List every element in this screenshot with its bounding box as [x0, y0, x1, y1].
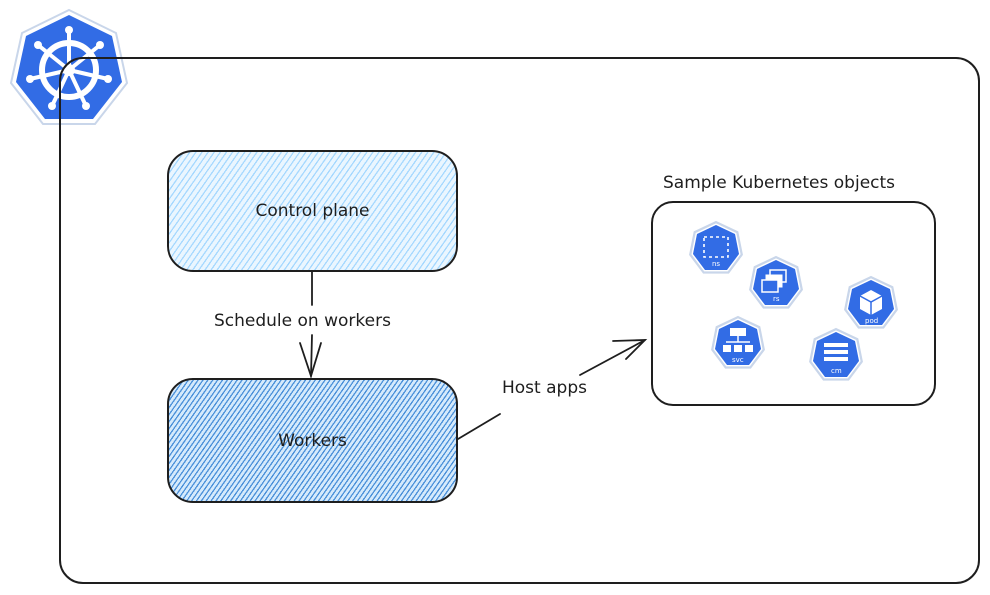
ns-label: ns: [712, 260, 720, 268]
pod-icon: pod: [844, 275, 898, 329]
host-apps-label: Host apps: [502, 378, 587, 398]
rs-label: rs: [773, 295, 780, 303]
cm-icon: cm: [809, 327, 863, 381]
ns-icon: ns: [689, 220, 743, 274]
schedule-on-workers-label: Schedule on workers: [214, 311, 391, 331]
schedule-arrow: [299, 271, 322, 379]
objects-title: Sample Kubernetes objects: [663, 173, 896, 193]
svc-icon: svc: [711, 315, 765, 369]
svc-label: svc: [732, 356, 744, 364]
rs-icon: rs: [749, 255, 803, 309]
pod-label: pod: [865, 317, 878, 325]
host-apps-arrow: [457, 339, 648, 440]
cm-label: cm: [831, 367, 842, 375]
control-plane-node: Control plane: [167, 150, 458, 272]
cluster-boundary: [59, 57, 980, 584]
control-plane-label: Control plane: [255, 201, 370, 221]
objects-container: [651, 201, 936, 406]
workers-node: Workers: [167, 378, 458, 503]
workers-label: Workers: [278, 430, 347, 451]
